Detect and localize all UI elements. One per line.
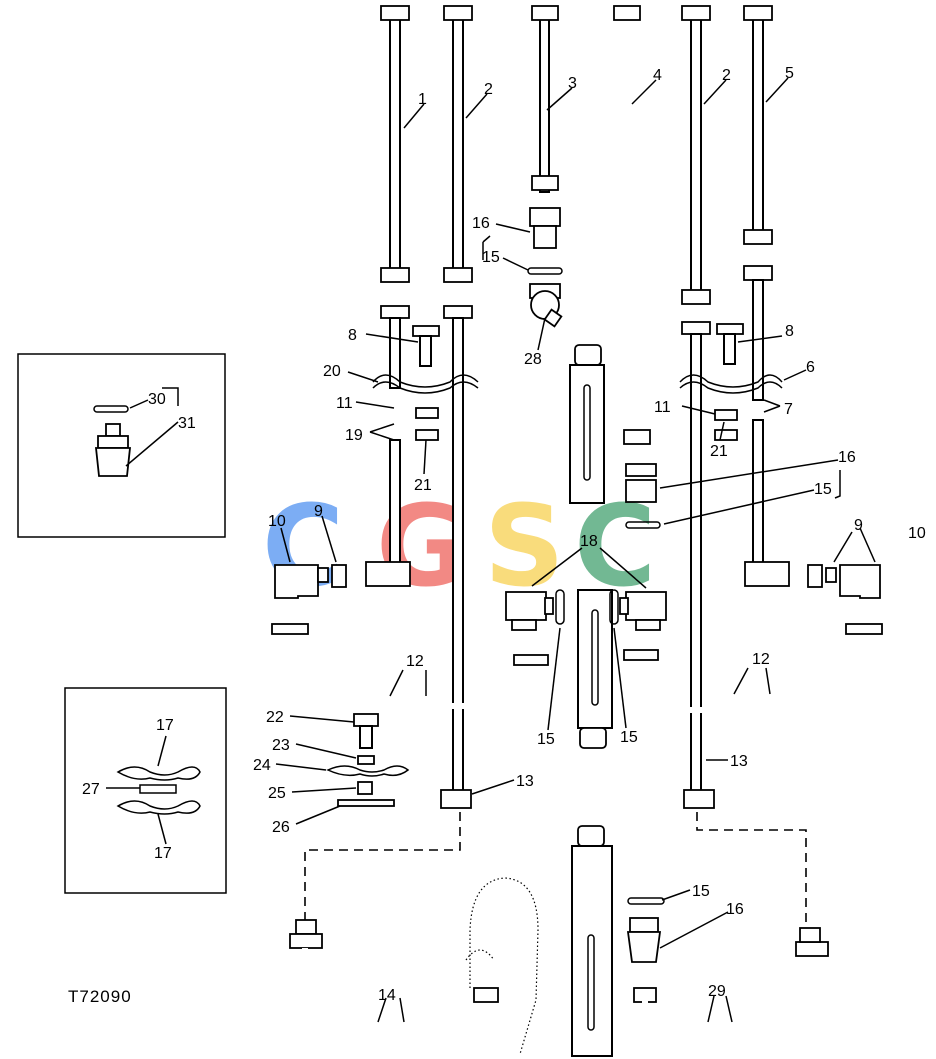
- callout-20: 20: [323, 363, 341, 380]
- callout-9-right: 9: [854, 517, 863, 534]
- callout-15-bottom: 15: [692, 883, 710, 900]
- callout-21-right: 21: [710, 443, 728, 460]
- callout-16-bottom: 16: [726, 901, 744, 918]
- callout-3: 3: [568, 75, 577, 92]
- callout-21-left: 21: [414, 477, 432, 494]
- callout-31: 31: [178, 415, 196, 432]
- callout-17-top: 17: [156, 717, 174, 734]
- left-clamp-assembly: [274, 305, 479, 799]
- callout-23: 23: [272, 737, 290, 754]
- callout-7: 7: [784, 401, 793, 418]
- dashed-hose-connections: [304, 812, 807, 930]
- bent-tubes-12: [271, 623, 883, 715]
- figure-code: T72090: [68, 987, 132, 1006]
- callout-14: 14: [378, 987, 396, 1004]
- callout-12-left: 12: [406, 653, 424, 670]
- callout-18: 18: [580, 533, 598, 550]
- inset-box-lower: [64, 687, 227, 894]
- callout-1: 1: [418, 91, 427, 108]
- watermark-letter-s: S: [484, 482, 565, 612]
- callout-28: 28: [524, 351, 542, 368]
- callout-11-right: 11: [654, 399, 671, 416]
- inset-box-upper: [17, 353, 226, 538]
- callout-15-top: 15: [482, 249, 500, 266]
- callout-13-left: 13: [516, 773, 534, 790]
- leader-lines: [106, 77, 876, 1023]
- callout-2-right: 2: [722, 67, 731, 84]
- right-clamp-assembly: [625, 265, 881, 795]
- clamp-hardware: [326, 713, 715, 809]
- callout-24: 24: [253, 757, 271, 774]
- callout-12-right: 12: [752, 651, 770, 668]
- sight-gauges: [569, 344, 613, 1057]
- callout-4: 4: [653, 67, 662, 84]
- callout-15-right: 15: [814, 481, 832, 498]
- callout-15-gauge-right: 15: [620, 729, 638, 746]
- callout-10-left: 10: [268, 513, 286, 530]
- callout-16-right: 16: [838, 449, 856, 466]
- callout-13-right: 13: [730, 753, 748, 770]
- callout-10-right: 10: [908, 525, 926, 542]
- callout-25: 25: [268, 785, 286, 802]
- callout-19: 19: [345, 427, 363, 444]
- callout-26: 26: [272, 819, 290, 836]
- callout-16-top: 16: [472, 215, 490, 232]
- callout-11-left: 11: [336, 395, 353, 412]
- callout-29: 29: [708, 983, 726, 1000]
- lower-tubes: [289, 877, 829, 1055]
- callout-15-gauge-left: 15: [537, 731, 555, 748]
- top-tubes: [380, 5, 773, 445]
- callout-6: 6: [806, 359, 815, 376]
- callout-8-right: 8: [785, 323, 794, 340]
- callout-labels: 1 2 3 4 2 5 16 15 28 8 20 11 19 21 10 9 …: [82, 65, 926, 1004]
- elbow-fittings-18: [505, 589, 667, 631]
- callout-2-left: 2: [484, 81, 493, 98]
- callout-8-left: 8: [348, 327, 357, 344]
- callout-9-left: 9: [314, 503, 323, 520]
- callout-27: 27: [82, 781, 100, 798]
- callout-22: 22: [266, 709, 284, 726]
- center-fitting-group: [527, 207, 563, 328]
- callout-17-bottom: 17: [154, 845, 172, 862]
- callout-30: 30: [148, 391, 166, 408]
- callout-5: 5: [785, 65, 794, 82]
